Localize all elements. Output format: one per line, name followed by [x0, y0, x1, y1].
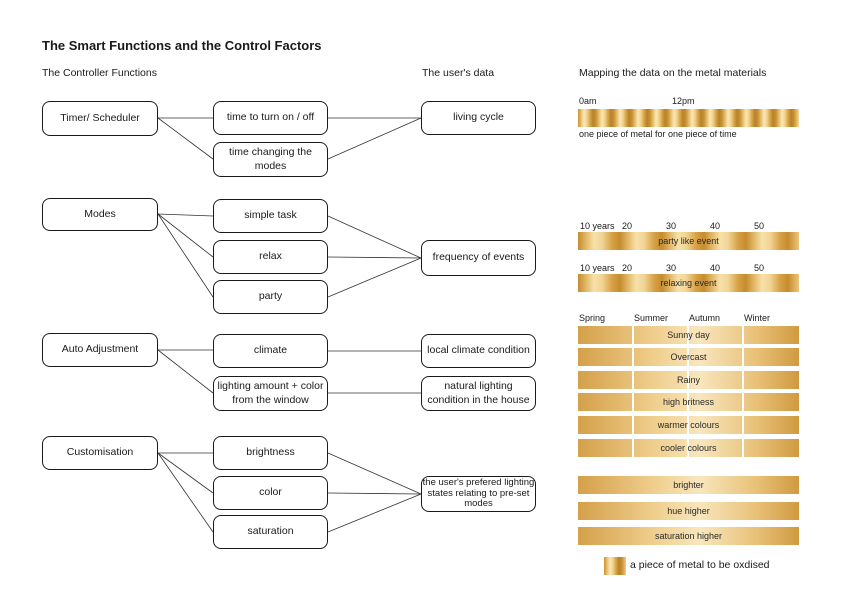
season-label: Autumn [689, 313, 721, 323]
time-start-label: 0am [579, 96, 597, 106]
year-label: 50 [754, 221, 765, 231]
year-label: 50 [754, 263, 765, 273]
weather-strip: Rainy [578, 371, 799, 389]
year-label: 40 [710, 263, 721, 273]
node-relax: relax [213, 240, 328, 274]
node-timer-scheduler: Timer/ Scheduler [42, 101, 158, 136]
party-event-strip: party like event [578, 232, 799, 250]
year-label: 20 [622, 221, 633, 231]
weather-strip: Overcast [578, 348, 799, 366]
weather-strip: Sunny day [578, 326, 799, 344]
node-local-climate: local climate condition [421, 334, 536, 368]
node-frequency-of-events: frequency of events [421, 240, 536, 276]
node-customisation: Customisation [42, 436, 158, 470]
node-brightness: brightness [213, 436, 328, 470]
custom-strip: saturation higher [578, 527, 799, 545]
node-color: color [213, 476, 328, 510]
node-living-cycle: living cycle [421, 101, 536, 135]
season-label: Summer [634, 313, 669, 323]
header-controller-functions: The Controller Functions [42, 67, 157, 79]
header-user-data: The user's data [422, 67, 495, 79]
weather-strip: cooler colours [578, 439, 799, 457]
node-preferred-lighting: the user's prefered lighting states rela… [421, 476, 536, 512]
weather-strip: high britness [578, 393, 799, 411]
weather-label: high britness [662, 397, 715, 407]
node-natural-lighting: natural lighting condition in the house [421, 376, 536, 411]
node-lighting-amount: lighting amount + color from the window [213, 376, 328, 411]
time-metal-strip [578, 109, 799, 127]
node-modes: Modes [42, 198, 158, 231]
node-saturation: saturation [213, 515, 328, 549]
relax-event-strip: relaxing event [578, 274, 799, 292]
diagram-title: The Smart Functions and the Control Fact… [42, 38, 322, 53]
relax-event-label: relaxing event [660, 278, 717, 288]
season-label: Spring [579, 313, 606, 323]
party-event-label: party like event [658, 236, 719, 246]
year-label: 40 [710, 221, 721, 231]
header-mapping: Mapping the data on the metal materials [579, 67, 767, 79]
time-caption: one piece of metal for one piece of time [579, 129, 737, 139]
year-label: 30 [666, 221, 677, 231]
year-label: 10 years [580, 263, 615, 273]
weather-label: Rainy [676, 375, 700, 385]
weather-label: cooler colours [660, 443, 717, 453]
legend-label: a piece of metal to be oxdised [630, 559, 770, 571]
legend-swatch [604, 557, 626, 575]
season-label: Winter [744, 313, 771, 323]
node-simple-task: simple task [213, 199, 328, 233]
weather-label: warmer colours [657, 420, 720, 430]
weather-label: Sunny day [667, 330, 710, 340]
year-label: 30 [666, 263, 677, 273]
weather-strip: warmer colours [578, 416, 799, 434]
node-party: party [213, 280, 328, 314]
weather-label: Overcast [670, 352, 707, 362]
node-time-on-off: time to turn on / off [213, 101, 328, 135]
year-label: 10 years [580, 221, 615, 231]
custom-label: hue higher [667, 506, 710, 516]
custom-label: brighter [673, 480, 704, 490]
node-time-changing-modes: time changing the modes [213, 142, 328, 177]
custom-strip: hue higher [578, 502, 799, 520]
node-climate: climate [213, 334, 328, 368]
custom-strip: brighter [578, 476, 799, 494]
time-mid-label: 12pm [672, 96, 695, 106]
year-label: 20 [622, 263, 633, 273]
node-auto-adjustment: Auto Adjustment [42, 333, 158, 367]
custom-label: saturation higher [654, 531, 723, 541]
